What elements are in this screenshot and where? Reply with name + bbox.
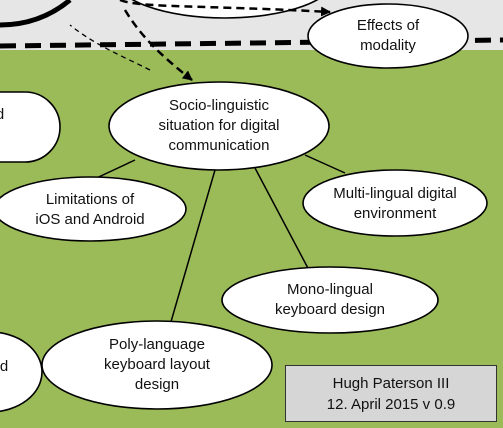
multilingual-environment-shape [302,169,488,237]
link-to-multilingual [304,154,346,174]
dashed-arrow-to-left-node [69,24,151,71]
credit-date-version: 12. April 2015 v 0.9 [326,395,456,413]
credit-author: Hugh Paterson III [332,374,450,392]
dashed-arrow-to-sociolinguistic [123,9,193,81]
monolingual-keyboard-shape [221,266,439,334]
sociolinguistic-situation-shape [108,81,330,171]
effects-of-modality-shape [307,3,469,69]
credit-box: Hugh Paterson III 12. April 2015 v 0.9 [285,365,497,422]
partial-left-node-bottom-shape [0,331,43,413]
heavy-curved-link [0,0,72,28]
link-to-polylanguage [167,169,216,333]
polylanguage-keyboard-shape [41,320,273,410]
region-boundary-dashed-line [0,37,503,49]
limitations-ios-android-shape [0,176,187,242]
link-to-monolingual [254,167,311,273]
partial-left-node-top-shape [0,91,61,163]
partial-top-node [131,0,319,19]
